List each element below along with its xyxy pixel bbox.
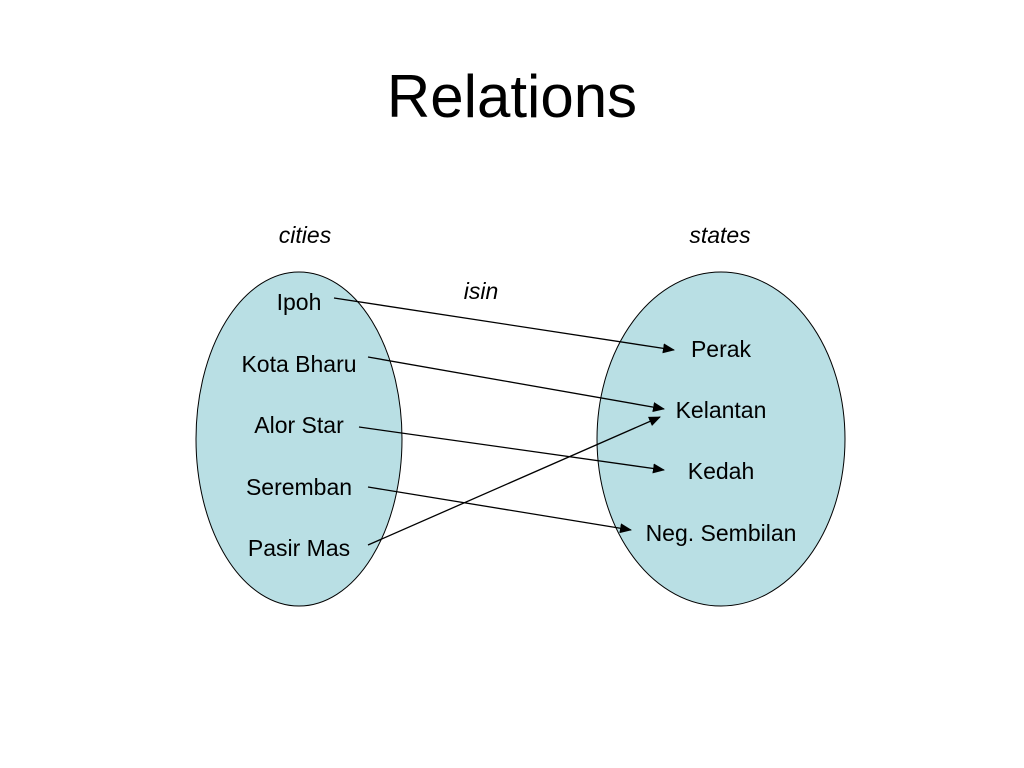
slide-title: Relations (386, 63, 638, 130)
state-kelantan: Kelantan (675, 397, 767, 423)
city-seremban: Seremban (245, 474, 353, 500)
state-neg-sembilan: Neg. Sembilan (645, 520, 797, 546)
arrow-ipoh-to-perak (333, 297, 675, 354)
relation-label: isin (463, 278, 499, 304)
city-pasir-mas: Pasir Mas (247, 535, 351, 561)
cities-set-ellipse (195, 271, 403, 607)
states-set-label: states (689, 222, 751, 248)
city-alor-star: Alor Star (254, 412, 344, 438)
arrow-pasir-mas-to-kelantan (367, 416, 661, 546)
arrow-kota-bharu-to-kelantan (367, 356, 665, 413)
city-kota-bharu: Kota Bharu (241, 351, 357, 377)
state-perak: Perak (690, 336, 752, 362)
arrow-alor-star-to-kedah (358, 426, 665, 474)
arrow-seremban-to-neg-sembilan (367, 486, 632, 534)
states-set-ellipse (596, 271, 846, 607)
state-kedah: Kedah (687, 458, 755, 484)
relation-arrows (333, 297, 675, 546)
cities-set-label: cities (278, 222, 332, 248)
city-ipoh: Ipoh (276, 289, 322, 315)
